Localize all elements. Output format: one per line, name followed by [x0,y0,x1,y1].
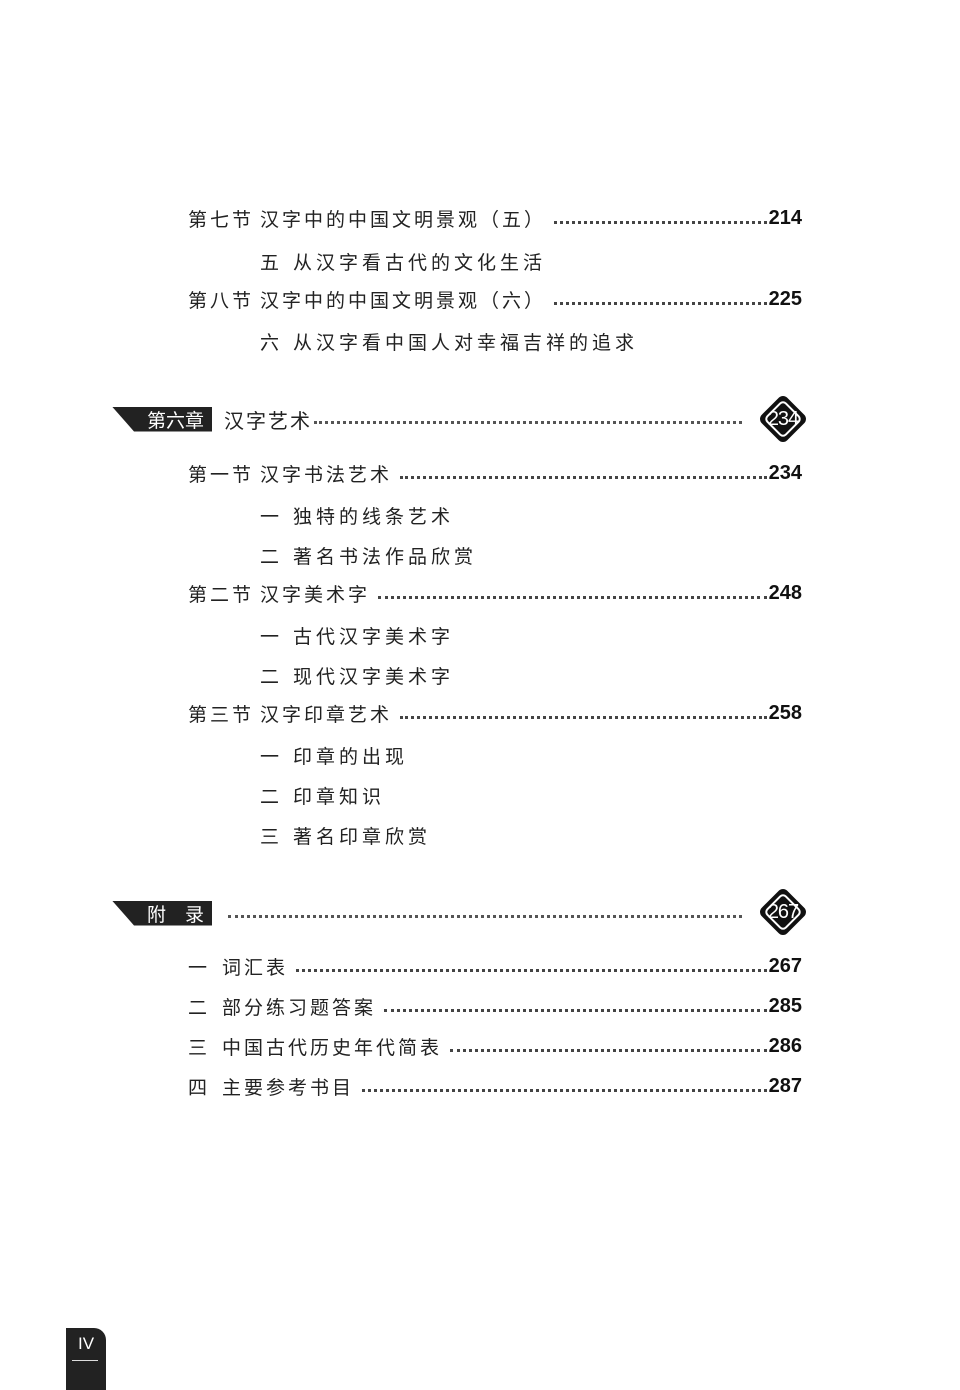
dot-leader [554,219,767,224]
section-label: 第七节 [188,208,255,231]
toc-section-8[interactable]: 第八节 汉字中的中国文明景观（六） 225 [188,283,802,315]
page-number: 287 [768,1074,802,1097]
dot-leader [296,967,767,972]
roman-page-number: IV [77,1334,95,1353]
section-title: 汉字中的中国文明景观（六） [260,289,547,312]
divider [72,1360,98,1361]
dot-leader [450,1047,767,1052]
item-title: 词汇表 [222,956,289,979]
section-label: 第二节 [188,583,255,606]
badge-number: 234 [767,407,799,430]
item-title: 主要参考书目 [222,1076,355,1099]
toc-section-7[interactable]: 第七节 汉字中的中国文明景观（五） 214 [188,202,802,234]
page-number-tab: IV [66,1328,106,1390]
section-title: 汉字印章艺术 [260,703,393,726]
appendix-tag: 附 录 [112,900,212,926]
toc-subitem[interactable]: 二 著名书法作品欣赏 [260,546,478,568]
page-number: 248 [768,581,802,604]
chapter-6-header[interactable]: 第六章 汉字艺术 [112,399,752,439]
toc-subitem[interactable]: 二 现代汉字美术字 [260,666,455,688]
item-label: 二 [188,996,211,1019]
toc-subitem[interactable]: 一 印章的出现 [260,746,409,768]
page-number: 225 [768,287,802,310]
dot-leader [378,594,767,599]
item-title: 中国古代历史年代简表 [222,1036,443,1059]
dot-leader [400,714,767,719]
item-label: 一 [188,956,211,979]
appendix-header[interactable]: 附 录 [112,893,752,933]
item-label: 四 [188,1076,211,1099]
toc-section-2[interactable]: 第二节 汉字美术字 248 [188,577,802,609]
page-number: 286 [768,1034,802,1057]
appendix-item[interactable]: 二 部分练习题答案 285 [188,990,802,1022]
section-title: 汉字美术字 [260,583,371,606]
section-title: 汉字中的中国文明景观（五） [260,208,547,231]
page-number: 234 [768,461,802,484]
dot-leader [228,913,742,918]
toc-section-3[interactable]: 第三节 汉字印章艺术 258 [188,697,802,729]
toc-subitem[interactable]: 一 独特的线条艺术 [260,506,455,528]
chapter-tag: 第六章 [112,406,212,432]
appendix-item[interactable]: 四 主要参考书目 287 [188,1070,802,1102]
appendix-item[interactable]: 三 中国古代历史年代简表 286 [188,1030,802,1062]
page-number: 285 [768,994,802,1017]
dot-leader [384,1007,767,1012]
section-label: 第八节 [188,289,255,312]
appendix-item[interactable]: 一 词汇表 267 [188,950,802,982]
page-number: 267 [768,954,802,977]
toc-subitem[interactable]: 五 从汉字看古代的文化生活 [260,252,547,274]
section-title: 汉字书法艺术 [260,463,393,486]
chapter-page-badge: 234 [757,393,809,445]
appendix-page-badge: 267 [757,886,809,938]
item-label: 三 [188,1036,211,1059]
section-label: 第一节 [188,463,255,486]
dot-leader [362,1087,767,1092]
toc-subitem[interactable]: 三 著名印章欣赏 [260,826,432,848]
item-title: 部分练习题答案 [222,996,377,1019]
toc-section-1[interactable]: 第一节 汉字书法艺术 234 [188,457,802,489]
dot-leader [400,474,767,479]
toc-subitem[interactable]: 一 古代汉字美术字 [260,626,455,648]
badge-number: 267 [767,900,799,923]
page-number: 258 [768,701,802,724]
toc-subitem[interactable]: 六 从汉字看中国人对幸福吉祥的追求 [260,332,639,354]
page-number: 214 [768,206,802,229]
chapter-title: 汉字艺术 [224,408,312,433]
toc-subitem[interactable]: 二 印章知识 [260,786,386,808]
dot-leader [314,419,742,424]
section-label: 第三节 [188,703,255,726]
dot-leader [554,300,767,305]
